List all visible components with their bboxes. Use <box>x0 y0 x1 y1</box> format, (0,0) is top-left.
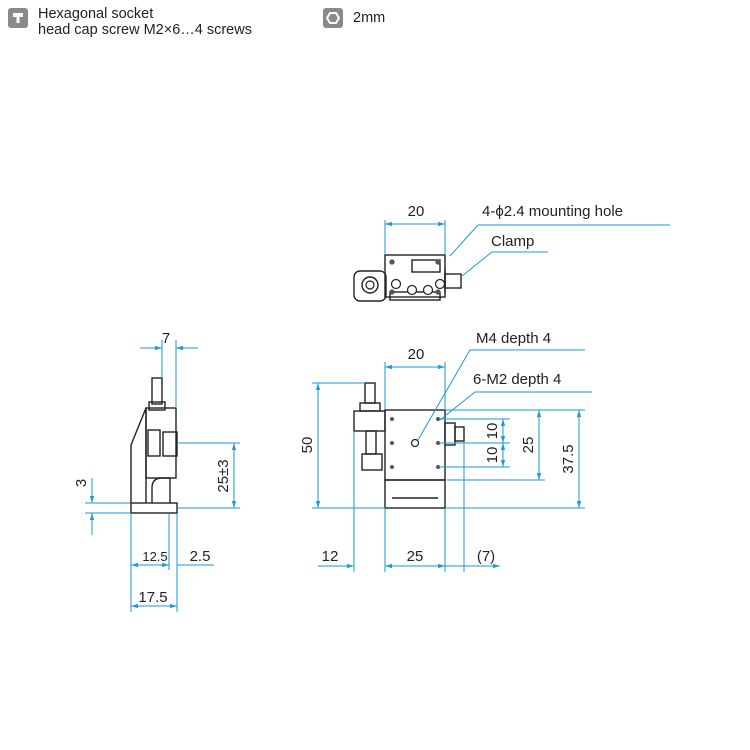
side-b-label: 2.5 <box>190 548 211 565</box>
m4-label: M4 depth 4 <box>476 330 551 347</box>
top-width-label: 20 <box>408 203 425 220</box>
clamp-knob <box>444 273 462 289</box>
legend-screw: Hexagonal socket head cap screw M2×6…4 s… <box>8 6 252 38</box>
top-view-left-clamp <box>353 270 387 302</box>
side-view: 7 25±3 3 12.5 2.5 17.5 <box>73 330 240 612</box>
side-height-label: 25±3 <box>215 459 232 492</box>
dim-50-label: 50 <box>299 437 316 454</box>
dim-25v-label: 25 <box>520 437 537 454</box>
dim-7-label: (7) <box>477 548 495 565</box>
side-total-label: 17.5 <box>138 589 167 606</box>
hex-wrench-icon <box>323 8 343 28</box>
front-view: 20 M4 depth 4 6-M2 depth 4 10 10 25 37.5… <box>299 330 592 572</box>
side-stage <box>145 407 177 479</box>
side-base-label: 3 <box>73 479 90 487</box>
legend-wrench: 2mm <box>323 6 385 28</box>
legend-wrench-size: 2mm <box>353 10 386 26</box>
dim-12-label: 12 <box>322 548 339 565</box>
dim-10b-label: 10 <box>484 447 501 464</box>
legend-screw-line2: head cap screw M2×6…4 screws <box>38 22 252 38</box>
dim-375-label: 37.5 <box>560 444 577 473</box>
m2-label: 6-M2 depth 4 <box>473 371 561 388</box>
side-a-label: 12.5 <box>142 549 167 564</box>
clamp-label: Clamp <box>491 233 534 250</box>
top-view: 20 4-ϕ2.4 mounting hole Clamp <box>353 203 670 302</box>
front-top-label: 20 <box>408 346 425 363</box>
dim-25h-label: 25 <box>407 548 424 565</box>
socket-screw-icon <box>8 8 28 28</box>
side-top-label: 7 <box>162 330 170 347</box>
side-base <box>130 502 178 514</box>
side-bracket <box>130 407 147 503</box>
legend-screw-line1: Hexagonal socket <box>38 6 154 22</box>
mounting-hole-label: 4-ϕ2.4 mounting hole <box>482 203 623 220</box>
dim-10a-label: 10 <box>484 423 501 440</box>
front-body <box>384 479 446 509</box>
